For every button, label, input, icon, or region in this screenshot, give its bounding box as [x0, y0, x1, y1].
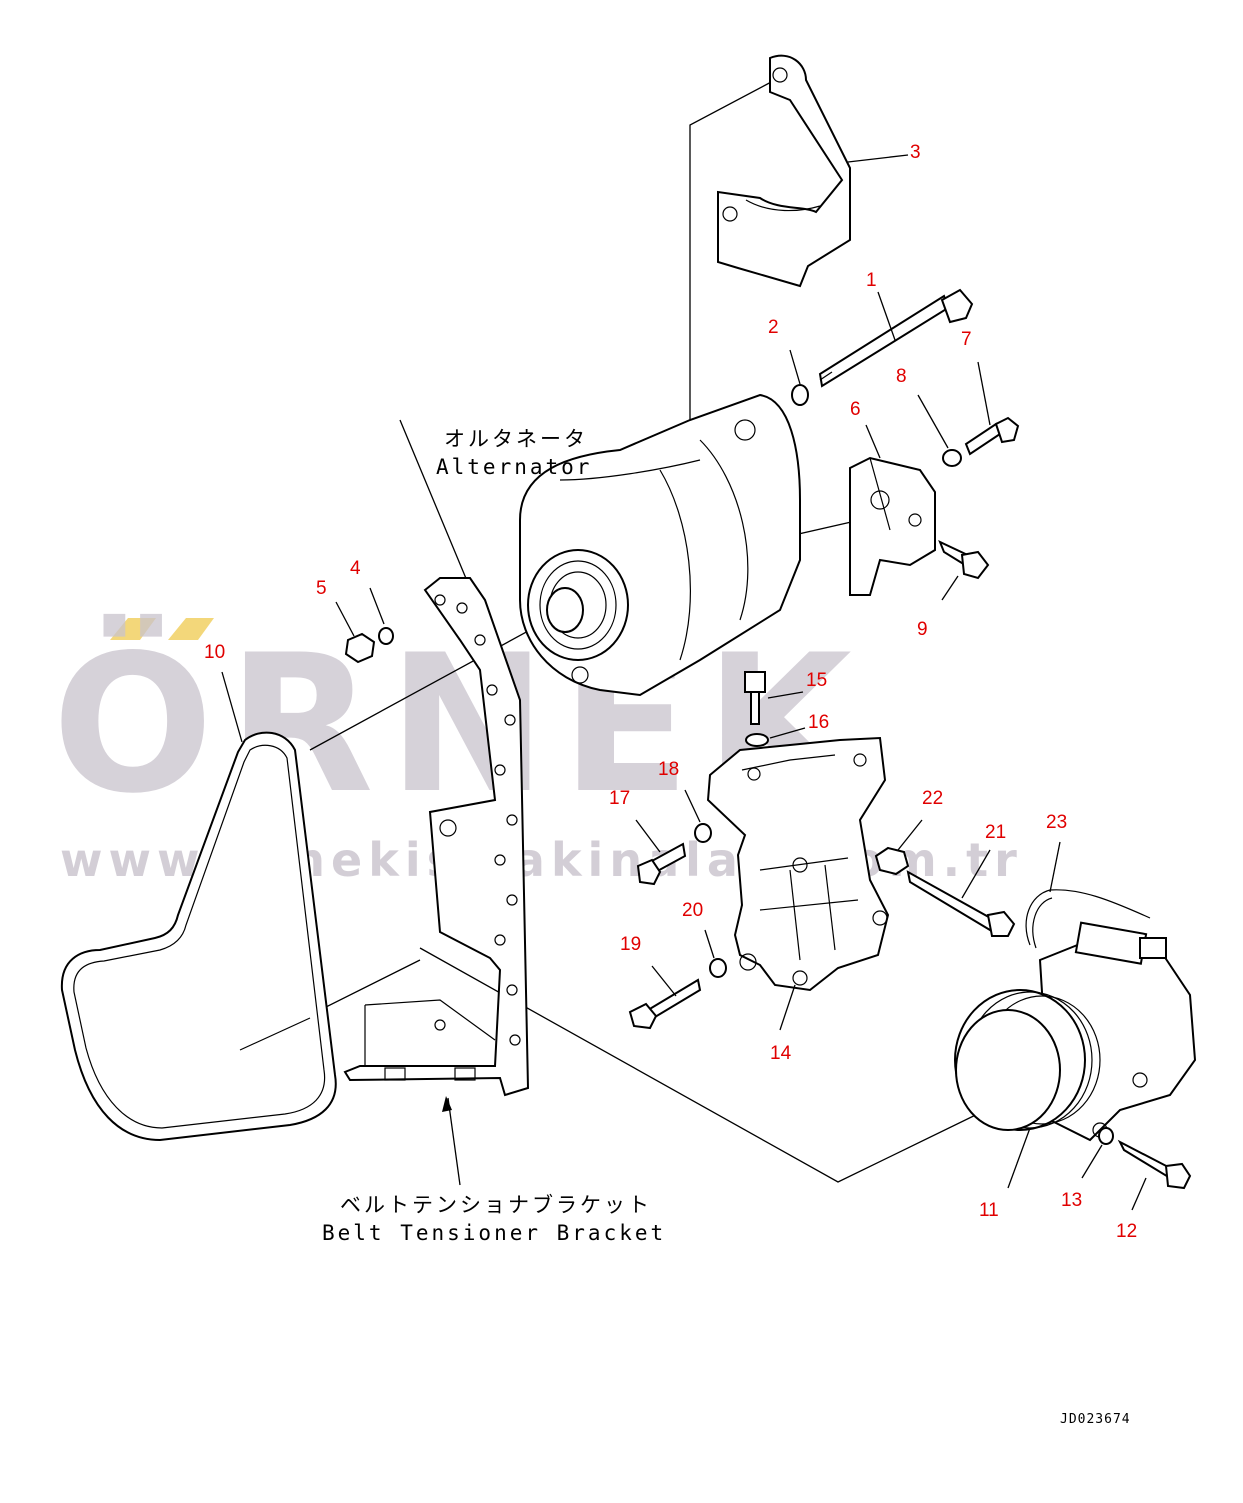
callout-23: 23	[1046, 812, 1067, 833]
bolt-9	[938, 540, 990, 580]
washer-13	[1098, 1127, 1114, 1145]
callout-19: 19	[620, 934, 641, 955]
callout-11: 11	[979, 1200, 999, 1221]
callout-12: 12	[1116, 1221, 1137, 1242]
washer-2	[791, 384, 809, 406]
callout-3: 3	[910, 142, 921, 163]
tensioner-label-en: Belt Tensioner Bracket	[322, 1221, 666, 1245]
line-bracket-compressor	[419, 947, 991, 1183]
callout-20: 20	[682, 900, 703, 921]
washer-4	[378, 627, 394, 645]
line-bracket-alternator	[689, 79, 776, 470]
alternator-label-en: Alternator	[436, 455, 592, 479]
nut-5	[344, 632, 376, 664]
callout-labels: 1 2 3 4 5 6 7 8 9 10 11 12 13 14 15 16 1…	[204, 142, 1137, 1242]
callout-7: 7	[961, 329, 972, 350]
callout-10: 10	[204, 642, 225, 663]
callout-8: 8	[896, 366, 907, 387]
washer-20	[709, 958, 727, 978]
callout-5: 5	[316, 578, 327, 599]
washer-18	[694, 823, 712, 843]
washer-16	[745, 733, 769, 747]
bracket-pointer-arrow	[442, 1096, 461, 1186]
v-belt	[60, 731, 337, 1142]
callout-4: 4	[350, 558, 361, 579]
compressor-bracket	[706, 736, 890, 992]
ac-compressor	[954, 889, 1197, 1142]
bolt-7	[964, 416, 1020, 456]
callout-22: 22	[922, 788, 943, 809]
nut-22	[874, 846, 910, 876]
callout-2: 2	[768, 317, 779, 338]
bolt-19	[628, 978, 702, 1030]
callout-1: 1	[866, 270, 877, 291]
callout-21: 21	[985, 822, 1006, 843]
leader-lines	[221, 154, 1147, 1211]
washer-8	[942, 449, 962, 467]
tensioner-bracket	[849, 456, 936, 596]
callout-18: 18	[658, 759, 679, 780]
callout-9: 9	[917, 619, 928, 640]
callout-17: 17	[609, 788, 630, 809]
callout-6: 6	[850, 399, 861, 420]
line-nut-axis	[399, 419, 476, 601]
tensioner-label-jp: ベルトテンショナブラケット	[340, 1193, 652, 1217]
alternator-label-jp: オルタネータ	[444, 427, 588, 451]
watermark-accent-right	[168, 618, 214, 640]
callout-15: 15	[806, 670, 827, 691]
alternator-bracket	[717, 54, 851, 288]
belt-tensioner-bracket-plate	[343, 577, 530, 1097]
drawing-code: JD023674	[1060, 1412, 1131, 1427]
watermark-accent-left	[110, 618, 156, 640]
long-bolt	[818, 288, 974, 388]
alternator	[519, 393, 801, 697]
bolt-15	[744, 671, 766, 725]
callout-14: 14	[770, 1043, 792, 1064]
callout-13: 13	[1061, 1190, 1082, 1211]
bolt-12	[1117, 1139, 1192, 1190]
callout-16: 16	[808, 712, 829, 733]
bolt-17	[636, 842, 687, 886]
bolt-21	[906, 870, 1016, 937]
